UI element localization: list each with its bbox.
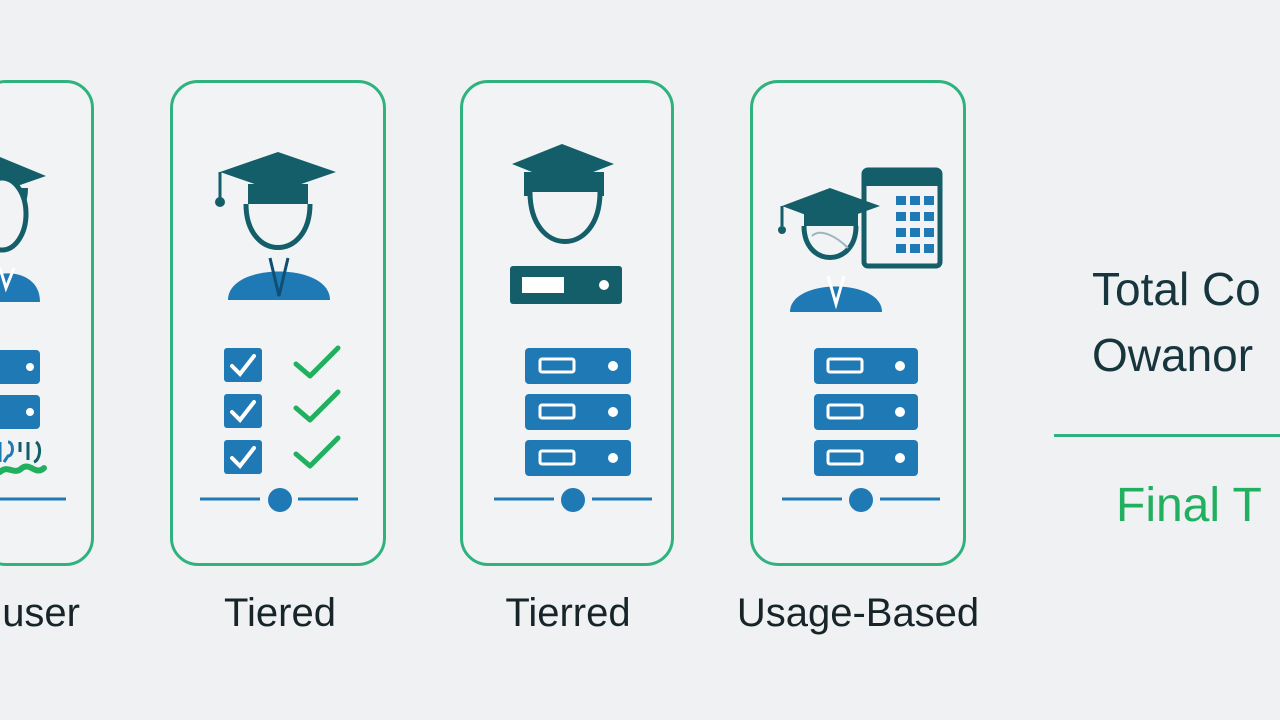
card-label-usage-based: Usage-Based — [736, 591, 980, 635]
graduate-icon — [778, 188, 882, 312]
server-icon — [510, 266, 622, 304]
server-stack-icon — [525, 348, 631, 476]
summary-total-label: Final T — [1116, 479, 1262, 532]
timeline-node-icon — [782, 488, 940, 512]
green-checkmarks-icon — [293, 345, 341, 469]
summary-title-line-1: Total Co — [1092, 263, 1261, 315]
coins-icon — [0, 440, 47, 475]
server-stack-icon — [0, 350, 40, 429]
timeline-node-icon — [200, 488, 358, 512]
timeline-node-icon — [494, 488, 652, 512]
graduate-icon — [215, 152, 336, 300]
server-stack-icon — [814, 348, 918, 476]
graduate-icon — [0, 157, 46, 302]
pricing-card-per-user — [0, 80, 94, 566]
calendar-icon — [861, 167, 943, 269]
card-label-tierred: Tierred — [505, 591, 631, 635]
card-label-per-user: user — [2, 591, 80, 635]
graduate-icon — [512, 144, 614, 244]
card-label-tiered: Tiered — [224, 591, 336, 635]
summary-title-line-2: Owanor — [1092, 329, 1254, 381]
pricing-card-usage-based — [750, 80, 966, 566]
summary-divider — [1054, 434, 1280, 437]
checklist-icon — [224, 348, 262, 474]
